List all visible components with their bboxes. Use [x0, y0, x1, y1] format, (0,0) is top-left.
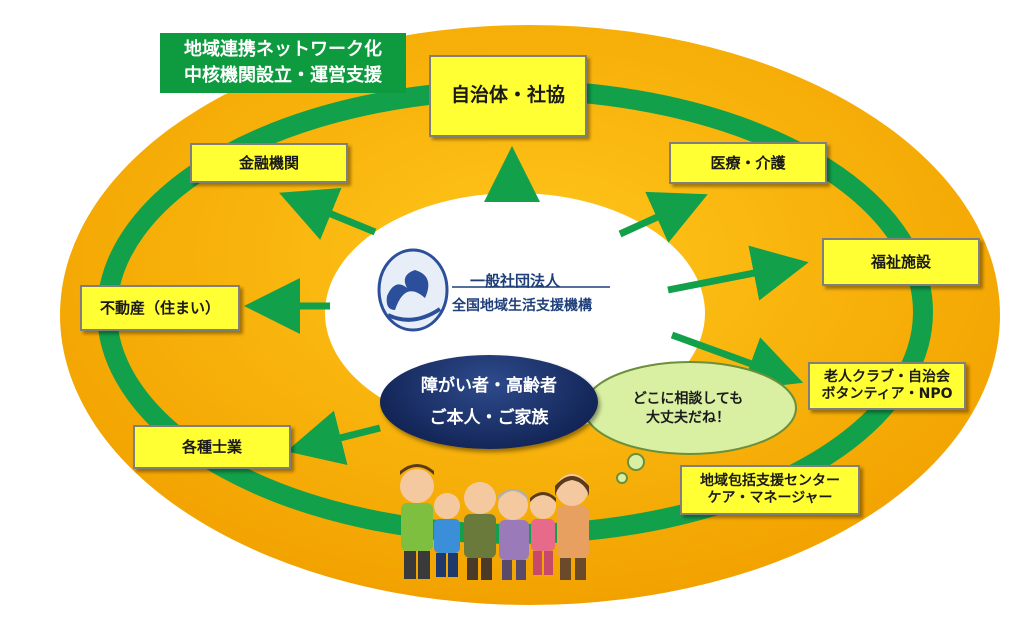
box-community-line-1: 地域包括支援センター: [700, 472, 840, 489]
box-finance-label: 金融機関: [238, 153, 299, 172]
box-welfare-label: 福祉施設: [870, 252, 931, 271]
box-community-line-2: ケア・マネージャー: [707, 490, 833, 506]
box-seniors-line-1: 老人クラブ・自治会: [823, 368, 950, 385]
box-municipality: 自治体・社協: [429, 55, 587, 137]
box-community: 地域包括支援センター ケア・マネージャー: [680, 465, 860, 515]
badge-line-1: 地域連携ネットワーク化: [184, 38, 382, 60]
speech-line-1: どこに相談しても: [632, 391, 744, 407]
family-illustration-icon: [400, 464, 589, 580]
box-professions: 各種士業: [133, 425, 291, 469]
organization-name: 一般社団法人 全国地域生活支援機構: [452, 270, 592, 315]
arrow-finance: [279, 188, 377, 240]
target-group-line-2: ご本人・ご家族: [429, 408, 549, 428]
box-seniors-line-2: ボタンティア・NPO: [821, 386, 953, 402]
arrow-welfare: [667, 245, 809, 301]
target-group-oval: 障がい者・高齢者 ご本人・ご家族: [380, 355, 598, 449]
arrow-professions: [286, 410, 381, 465]
arrow-seniors: [670, 331, 804, 390]
badge-line-2: 中核機関設立・運営支援: [184, 65, 382, 86]
box-medical-label: 医療・介護: [710, 153, 786, 172]
target-group-line-1: 障がい者・高齢者: [421, 375, 557, 396]
speech-bubble-text: どこに相談しても 大丈夫だね！: [598, 390, 778, 428]
box-finance: 金融機関: [190, 143, 348, 183]
box-realestate-label: 不動産（住まい）: [99, 298, 220, 317]
organization-type: 一般社団法人: [470, 272, 561, 290]
box-realestate: 不動産（住まい）: [80, 285, 240, 331]
box-municipality-label: 自治体・社協: [450, 84, 565, 107]
box-medical: 医療・介護: [669, 142, 827, 184]
box-seniors: 老人クラブ・自治会 ボタンティア・NPO: [808, 362, 966, 410]
organization-logo-icon: [377, 248, 449, 332]
organization-full-name: 全国地域生活支援機構: [452, 298, 592, 314]
arrow-medical: [618, 191, 708, 243]
speech-line-2: 大丈夫だね！: [646, 409, 730, 426]
network-support-badge: 地域連携ネットワーク化 中核機関設立・運営支援: [160, 33, 406, 93]
box-professions-label: 各種士業: [181, 437, 242, 456]
box-welfare: 福祉施設: [822, 238, 980, 286]
